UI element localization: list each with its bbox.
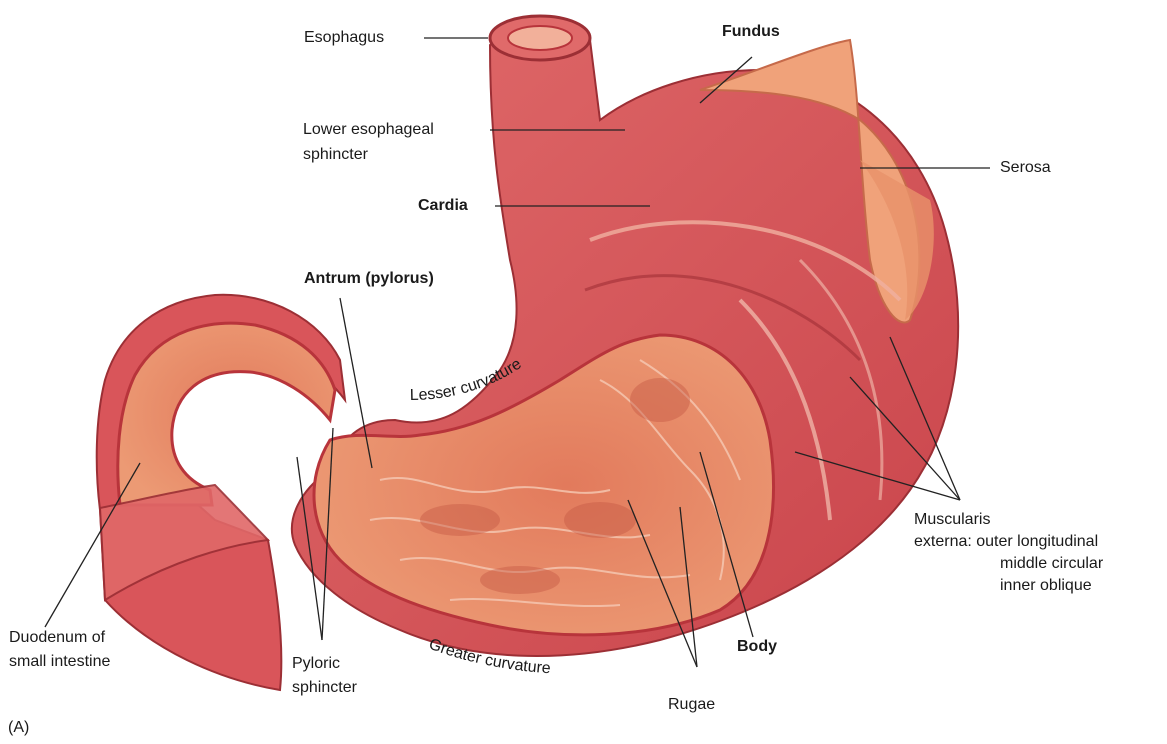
panel-label: (A) — [8, 718, 29, 738]
label-antrum: Antrum (pylorus) — [304, 269, 434, 289]
label-duodenum-line2: small intestine — [9, 652, 110, 672]
label-muscularis-line4: inner oblique — [1000, 576, 1092, 596]
label-pyloric-line1: Pyloric — [292, 654, 340, 674]
label-cardia: Cardia — [418, 196, 468, 216]
label-muscularis-line3: middle circular — [1000, 554, 1103, 574]
label-rugae: Rugae — [668, 695, 715, 715]
label-serosa: Serosa — [1000, 158, 1051, 178]
label-fundus: Fundus — [722, 22, 780, 42]
label-esophagus: Esophagus — [304, 28, 384, 48]
label-muscularis-line1: Muscularis — [914, 510, 990, 530]
label-les-line2: sphincter — [303, 145, 368, 165]
label-duodenum-line1: Duodenum of — [9, 628, 105, 648]
label-muscularis-line2: externa: outer longitudinal — [914, 532, 1098, 552]
label-pyloric-line2: sphincter — [292, 678, 357, 698]
label-les-line1: Lower esophageal — [303, 120, 434, 140]
label-body: Body — [737, 637, 777, 657]
